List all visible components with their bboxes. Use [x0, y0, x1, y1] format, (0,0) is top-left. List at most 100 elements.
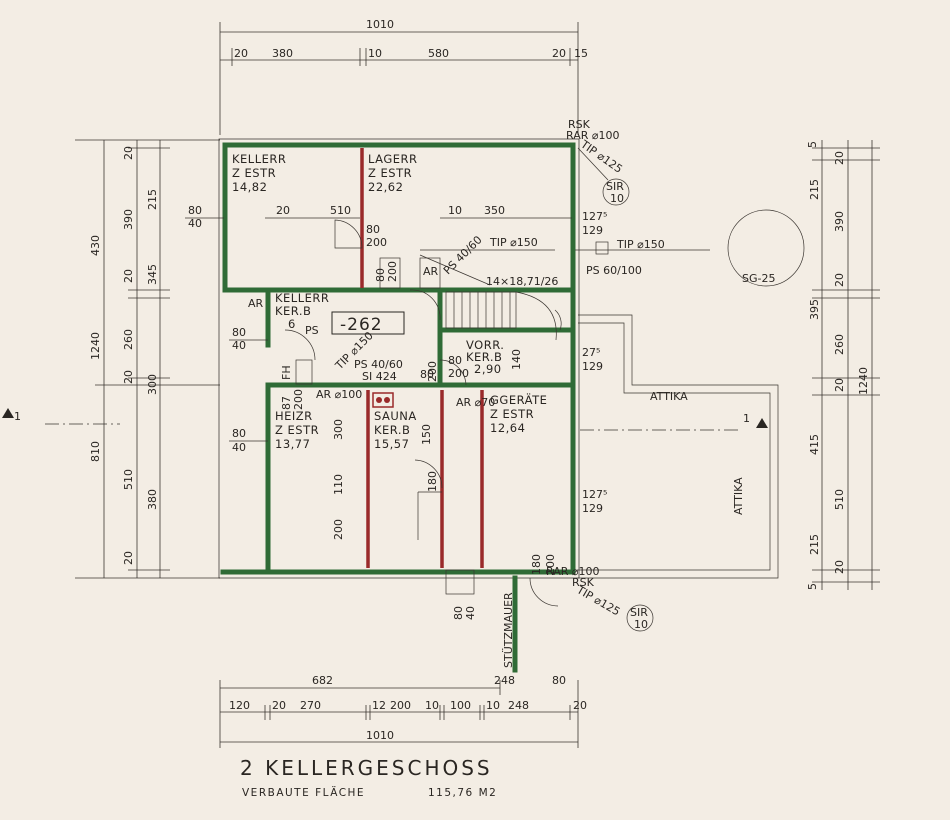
- attika-label-right: ATTIKA: [732, 477, 745, 515]
- svg-text:TIP ⌀125: TIP ⌀125: [577, 137, 624, 176]
- svg-text:27⁵: 27⁵: [582, 346, 600, 359]
- room-keller2: KELLERR KER.B 6: [275, 291, 329, 331]
- dim-bot-j: 20: [573, 699, 587, 712]
- svg-text:AR: AR: [248, 297, 264, 310]
- dim-left-20d: 20: [122, 551, 135, 565]
- dim-top-e: 20: [552, 47, 566, 60]
- dim-right-215a: 215: [808, 179, 821, 200]
- staircase: [419, 254, 557, 341]
- room-vorr: VORR. KER.B 2,90: [466, 338, 504, 376]
- dim-top-a: 20: [234, 47, 248, 60]
- svg-text:6: 6: [288, 317, 296, 331]
- dim-right-20c: 20: [833, 378, 846, 392]
- svg-text:14,82: 14,82: [232, 180, 267, 194]
- svg-text:150: 150: [420, 424, 433, 445]
- bottom-dimensions: 682 120 20 270 12 200 10 100 10 248 20 1…: [219, 674, 587, 748]
- dim-bot-g: 100: [450, 699, 471, 712]
- svg-text:180: 180: [426, 471, 439, 492]
- svg-text:Z ESTR: Z ESTR: [232, 166, 276, 180]
- svg-text:PS: PS: [305, 324, 319, 337]
- plan-title: 2 KELLERGESCHOSS: [240, 756, 493, 780]
- dim-bot-248: 248: [494, 674, 515, 687]
- dim-left-260: 260: [122, 329, 135, 350]
- svg-text:KELLERR: KELLERR: [275, 291, 329, 305]
- chimney-blocks: [295, 257, 475, 595]
- dim-left-300: 300: [146, 374, 159, 395]
- dim-bot-f: 10: [425, 699, 439, 712]
- dim-left-20c: 20: [122, 370, 135, 384]
- svg-text:PS 40/60: PS 40/60: [354, 358, 403, 371]
- svg-text:87: 87: [280, 396, 293, 410]
- svg-text:110: 110: [332, 474, 345, 495]
- area-value: 115,76 M2: [428, 787, 497, 799]
- room-keller1: KELLERR Z ESTR 14,82: [232, 152, 286, 194]
- room-heiz: HEIZR Z ESTR 13,77: [275, 409, 319, 451]
- level-marker: -262: [331, 311, 405, 335]
- dim-right-510: 510: [833, 489, 846, 510]
- level-value: -262: [340, 315, 383, 335]
- svg-text:1: 1: [743, 412, 750, 425]
- dim-bot-d: 12: [372, 699, 386, 712]
- svg-text:SIR: SIR: [606, 180, 624, 193]
- svg-text:1: 1: [14, 410, 21, 423]
- svg-text:80: 80: [188, 204, 202, 217]
- title-block: 2 KELLERGESCHOSS VERBAUTE FLÄCHE 115,76 …: [240, 756, 497, 799]
- svg-text:AR: AR: [423, 265, 439, 278]
- svg-text:180: 180: [530, 554, 543, 575]
- dim-bot-682: 682: [312, 674, 333, 687]
- svg-text:RSK: RSK: [572, 576, 595, 589]
- dim-left-1240: 1240: [89, 332, 102, 360]
- svg-text:40: 40: [232, 339, 246, 352]
- dim-bot-a: 120: [229, 699, 250, 712]
- dim-right-20d: 20: [833, 560, 846, 574]
- svg-text:129: 129: [582, 360, 603, 373]
- svg-text:AR ⌀70: AR ⌀70: [456, 396, 495, 409]
- svg-text:200: 200: [332, 519, 345, 540]
- dim-right-1240: 1240: [857, 367, 870, 395]
- svg-text:PS 60/100: PS 60/100: [586, 264, 642, 277]
- dim-top-f: 15: [574, 47, 588, 60]
- svg-text:2,90: 2,90: [474, 362, 502, 376]
- dim-right-415: 415: [808, 434, 821, 455]
- svg-text:10: 10: [634, 618, 648, 631]
- svg-text:VORR.: VORR.: [466, 338, 504, 352]
- dim-right-20b: 20: [833, 273, 846, 287]
- svg-text:22,62: 22,62: [368, 180, 403, 194]
- svg-text:350: 350: [484, 204, 505, 217]
- area-label: VERBAUTE FLÄCHE: [242, 786, 365, 799]
- svg-text:300: 300: [332, 419, 345, 440]
- svg-text:SIR: SIR: [630, 606, 648, 619]
- svg-text:HEIZR: HEIZR: [275, 409, 313, 423]
- svg-text:14×18,71/26: 14×18,71/26: [486, 275, 558, 288]
- svg-text:SAUNA: SAUNA: [374, 409, 417, 423]
- svg-text:80: 80: [374, 268, 387, 282]
- attika-label-top: ATTIKA: [650, 390, 688, 403]
- svg-text:510: 510: [330, 204, 351, 217]
- svg-text:10: 10: [448, 204, 462, 217]
- dim-right-260: 260: [833, 334, 846, 355]
- stuetzmauer-label: STÜTZMAUER: [502, 592, 515, 668]
- dim-top-d: 580: [428, 47, 449, 60]
- svg-text:TIP ⌀125: TIP ⌀125: [574, 583, 623, 619]
- svg-text:RAR ⌀100: RAR ⌀100: [566, 129, 619, 142]
- top-dimensions: 1010 20 380 10 580 20 15: [219, 18, 588, 135]
- section-marker-right: 1: [580, 412, 768, 431]
- dim-left-215: 215: [146, 189, 159, 210]
- svg-text:127⁵: 127⁵: [582, 210, 607, 223]
- svg-text:40: 40: [232, 441, 246, 454]
- dim-right-215b: 215: [808, 534, 821, 555]
- interior-walls: [360, 148, 484, 568]
- svg-text:15,57: 15,57: [374, 437, 409, 451]
- svg-text:20: 20: [276, 204, 290, 217]
- dim-bot-total: 1010: [366, 729, 394, 742]
- dim-left-20b: 20: [122, 269, 135, 283]
- dim-left-345: 345: [146, 264, 159, 285]
- dim-bot-c: 270: [300, 699, 321, 712]
- svg-text:80: 80: [448, 354, 462, 367]
- svg-text:80: 80: [420, 368, 434, 381]
- svg-text:13,77: 13,77: [275, 437, 310, 451]
- dim-right-390: 390: [833, 211, 846, 232]
- dim-right-5b: 5: [806, 583, 819, 590]
- svg-text:KER.B: KER.B: [466, 350, 502, 364]
